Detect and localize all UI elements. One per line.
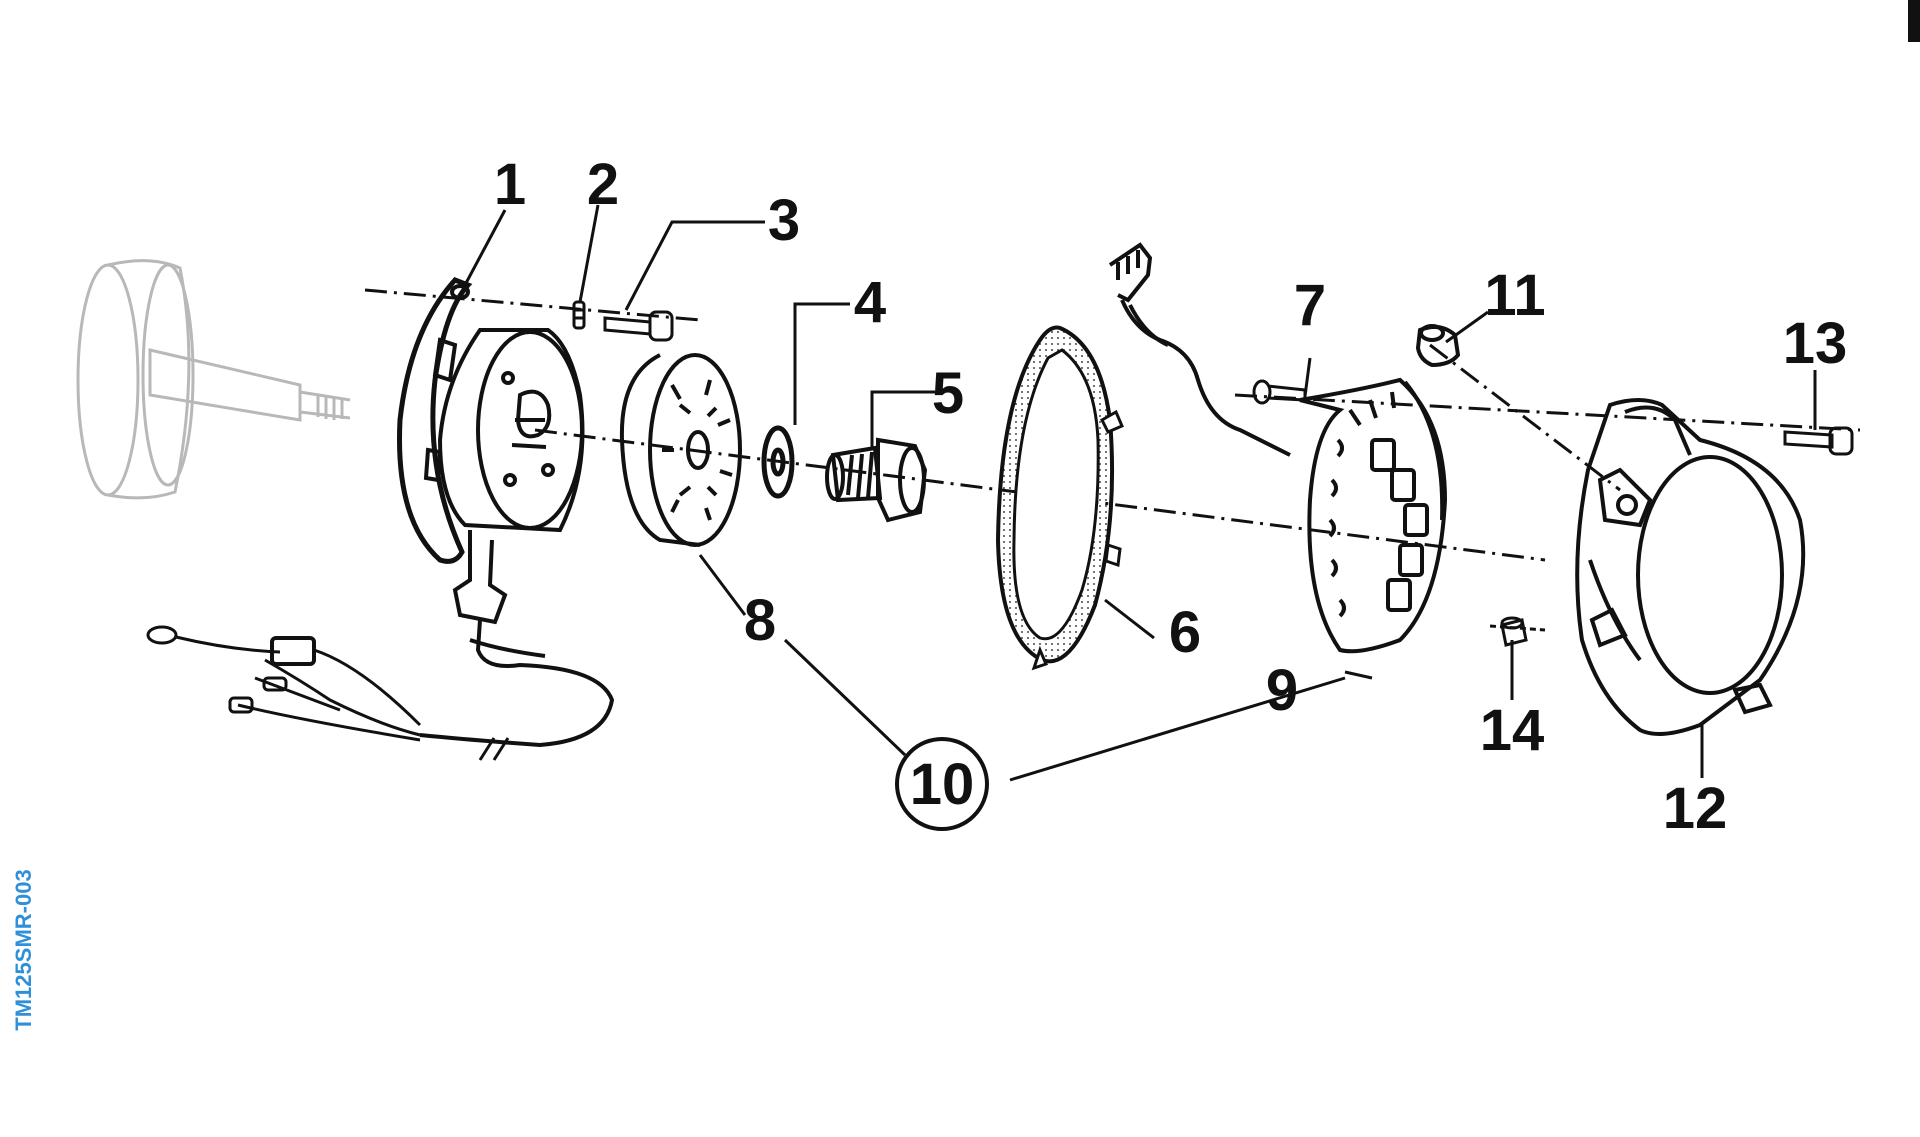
callout-8: 8 [744, 588, 776, 653]
wiring-harness [146, 625, 510, 761]
callout-7: 7 [1294, 273, 1326, 338]
gasket-part [995, 325, 1124, 671]
flywheel-rotor [619, 353, 742, 547]
callout-6: 6 [1169, 600, 1201, 665]
reference-code-label: TM125SMR-003 [11, 869, 36, 1031]
rubber-cap-part [1415, 324, 1461, 368]
callout-10-circle [895, 737, 989, 831]
callout-1: 1 [494, 152, 526, 217]
callout-13: 13 [1783, 311, 1848, 376]
leader-lines [463, 204, 1817, 782]
callout-3: 3 [768, 188, 800, 253]
cover-bolt-part [1783, 426, 1854, 456]
callout-10: 10 [910, 752, 975, 817]
nut-part [825, 437, 928, 523]
corner-mark [1908, 0, 1920, 42]
dowel-part [1489, 616, 1546, 647]
crankshaft-part [76, 259, 351, 500]
pin-part [572, 300, 586, 330]
bolt-part [1252, 379, 1307, 405]
callout-4: 4 [854, 270, 886, 335]
callout-14: 14 [1480, 698, 1545, 763]
washer-part [761, 425, 795, 499]
callout-11: 11 [1484, 263, 1545, 328]
ignition-stator-assembly [397, 277, 615, 748]
magneto-cover [1575, 398, 1806, 736]
callout-2: 2 [587, 152, 619, 217]
callout-5: 5 [932, 361, 964, 426]
callout-9: 9 [1266, 658, 1298, 723]
screw-part [603, 310, 674, 342]
stator-coil [1108, 242, 1448, 654]
callout-12: 12 [1663, 776, 1728, 841]
